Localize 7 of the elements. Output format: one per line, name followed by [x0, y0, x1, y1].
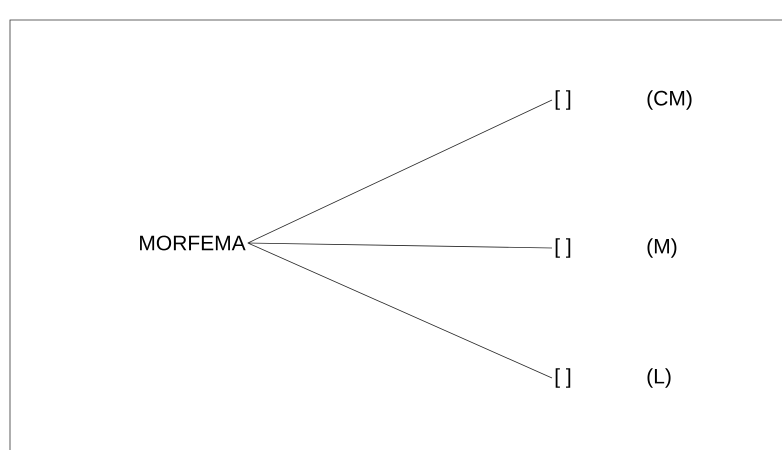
- term-label: MORFEMA: [140, 236, 246, 250]
- connector-line: [247, 100, 552, 244]
- blank-with-label: [ ] (M): [556, 238, 676, 258]
- connector-line: [247, 242, 552, 378]
- connector-line: [247, 242, 552, 248]
- blank-with-label: [ ] (CM): [556, 90, 692, 110]
- blank-with-label: [ ] (L): [556, 368, 671, 388]
